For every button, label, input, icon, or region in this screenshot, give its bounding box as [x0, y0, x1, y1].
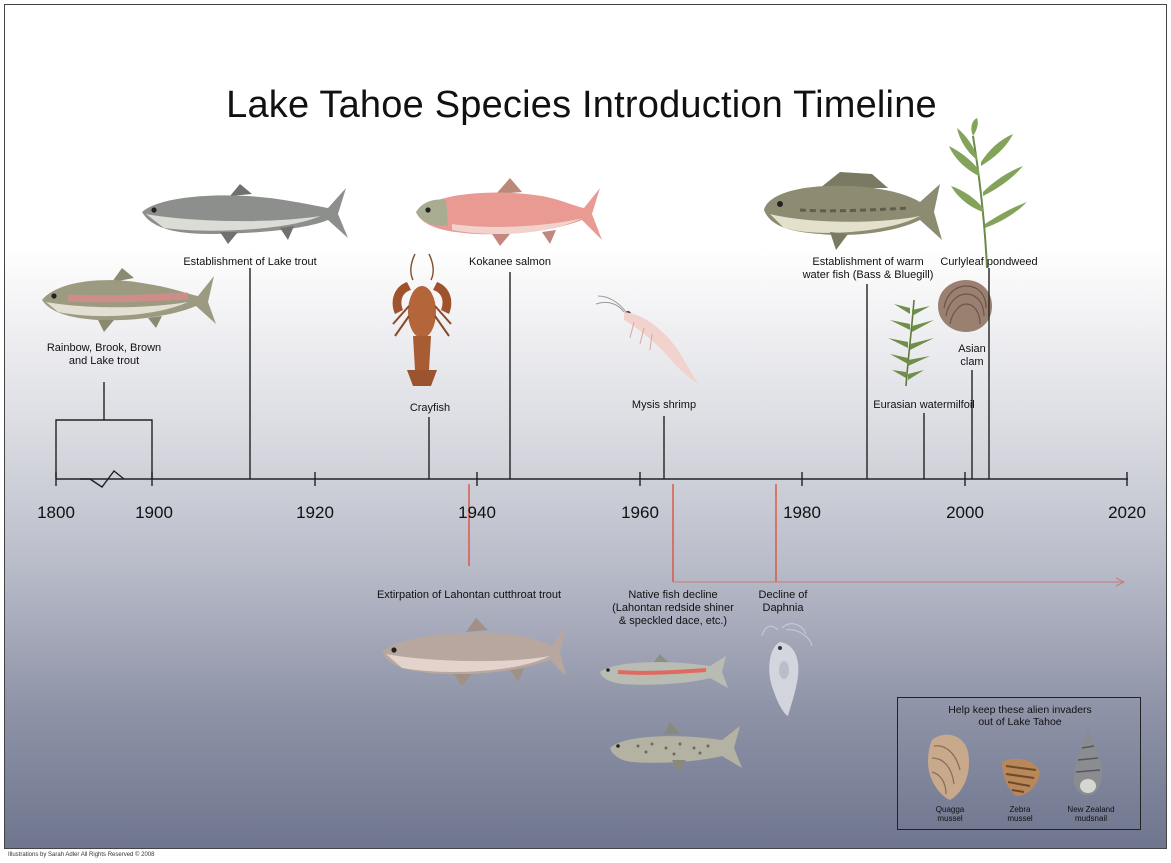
year-label: 1960: [621, 503, 659, 523]
label-native-fish-decline: Native fish decline (Lahontan redside sh…: [598, 589, 748, 628]
year-label: 1940: [458, 503, 496, 523]
label-establishment-lake-trout: Establishment of Lake trout: [160, 256, 340, 269]
label-mysis-shrimp: Mysis shrimp: [604, 399, 724, 412]
year-label: 2020: [1108, 503, 1146, 523]
quagga-mussel-illustration: [924, 730, 972, 802]
trout-bracket: [56, 382, 152, 479]
mudsnail-illustration: [1068, 728, 1108, 798]
year-label: 1980: [783, 503, 821, 523]
legend-item-zebra-mussel: Zebra mussel: [990, 805, 1050, 823]
label-curlyleaf-pondweed: Curlyleaf pondweed: [934, 256, 1044, 269]
label-kokanee-salmon: Kokanee salmon: [450, 256, 570, 269]
zebra-mussel-illustration: [998, 754, 1042, 798]
year-label: 1800: [37, 503, 75, 523]
label-decline-daphnia: Decline of Daphnia: [746, 589, 820, 615]
legend-item-quagga-mussel: Quagga mussel: [920, 805, 980, 823]
year-label: 1900: [135, 503, 173, 523]
label-extirpation-cutthroat: Extirpation of Lahontan cutthroat trout: [360, 589, 578, 602]
label-rainbow-brook-brown-lake-trout: Rainbow, Brook, Brown and Lake trout: [14, 342, 194, 368]
year-label: 2000: [946, 503, 984, 523]
legend-item-nz-mudsnail: New Zealand mudsnail: [1056, 805, 1126, 823]
label-crayfish: Crayfish: [380, 402, 480, 415]
label-eurasian-watermilfoil: Eurasian watermilfoil: [862, 399, 986, 412]
illustration-credit: Illustrations by Sarah Adler All Rights …: [8, 852, 155, 858]
legend-title: Help keep these alien invaders out of La…: [898, 704, 1142, 728]
label-asian-clam: Asian clam: [948, 343, 996, 369]
alien-invaders-legend: Help keep these alien invaders out of La…: [897, 697, 1141, 830]
year-label: 1920: [296, 503, 334, 523]
